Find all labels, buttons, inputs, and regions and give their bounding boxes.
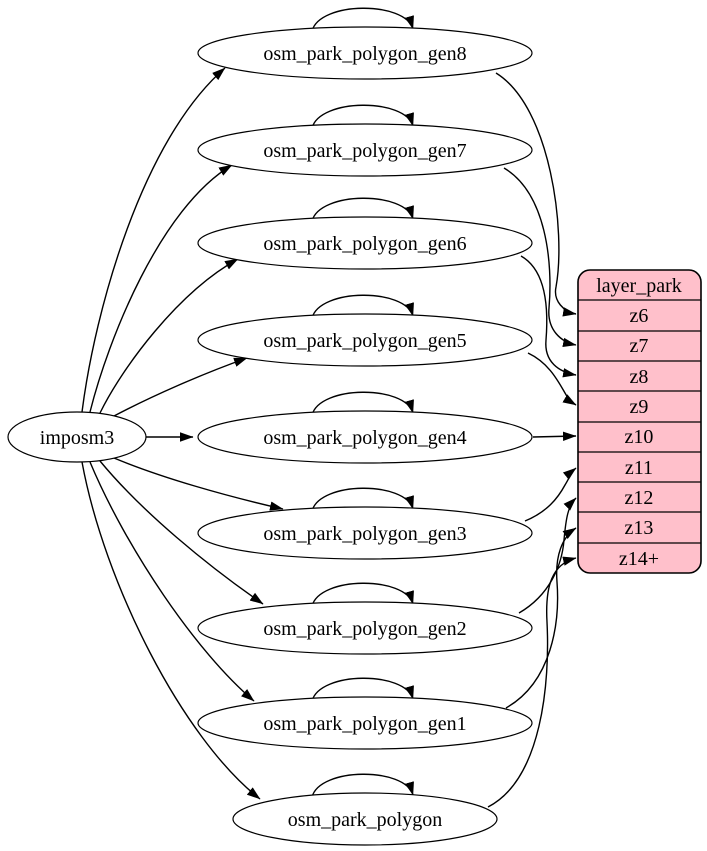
self-loop-osm_park_polygon_gen3 <box>311 487 414 512</box>
edge-imposm3-to-osm_park_polygon <box>81 461 261 800</box>
edge-osm_park_polygon_gen1-to-z13 <box>505 527 577 709</box>
edge-imposm3-to-osm_park_polygon_gen3 <box>113 457 284 511</box>
row-z6: z6 <box>630 305 649 327</box>
edge-osm_park_polygon_gen6-to-z8 <box>520 255 577 378</box>
node-osm_park_polygon_gen7: osm_park_polygon_gen7 <box>197 123 533 177</box>
self-loop-edges <box>311 7 414 798</box>
edge-osm_park_polygon_gen7-to-z7 <box>503 167 577 348</box>
row-z13: z13 <box>625 517 654 539</box>
gen7-label: osm_park_polygon_gen7 <box>263 140 466 162</box>
self-loop-osm_park_polygon_gen5 <box>311 294 414 319</box>
edges-to-layer <box>487 72 577 808</box>
node-osm_park_polygon_gen3: osm_park_polygon_gen3 <box>197 506 533 560</box>
row-z7: z7 <box>630 335 649 357</box>
gen3-ellipse <box>197 506 533 560</box>
self-loop-osm_park_polygon_gen4 <box>311 391 414 416</box>
gen5-label: osm_park_polygon_gen5 <box>263 330 466 352</box>
layer-park-header: layer_park <box>596 275 682 297</box>
gen1-ellipse <box>197 696 533 750</box>
edge-osm_park_polygon_gen8-to-z6 <box>495 72 577 317</box>
node-osm_park_polygon_gen1: osm_park_polygon_gen1 <box>197 696 533 750</box>
layer-park-table: layer_park z6 z7 z8 z9 z10 z11 z12 z13 z… <box>577 269 702 574</box>
row-z9: z9 <box>630 396 649 418</box>
node-osm_park_polygon_gen8: osm_park_polygon_gen8 <box>197 26 533 80</box>
edge-osm_park_polygon_gen4-to-z10 <box>532 431 577 442</box>
self-loop-osm_park_polygon_gen2 <box>311 582 414 607</box>
row-z12: z12 <box>625 487 654 509</box>
gen8-ellipse <box>197 26 533 80</box>
row-z14plus: z14+ <box>619 548 659 570</box>
gen3-label: osm_park_polygon_gen3 <box>263 523 466 545</box>
polygon-label: osm_park_polygon <box>288 809 442 831</box>
edge-imposm3-to-osm_park_polygon_gen8 <box>81 67 226 413</box>
gen1-label: osm_park_polygon_gen1 <box>263 713 466 735</box>
gen4-ellipse <box>197 410 533 464</box>
row-z8: z8 <box>630 366 649 388</box>
node-osm_park_polygon_gen2: osm_park_polygon_gen2 <box>197 601 533 655</box>
imposm3-ellipse <box>7 411 147 463</box>
edge-imposm3-to-osm_park_polygon_gen1 <box>89 461 255 702</box>
nodes: imposm3 osm_park_polygon_gen8 osm_park_p… <box>7 26 533 846</box>
edge-osm_park_polygon-to-z14plus <box>487 556 577 808</box>
row-z10: z10 <box>625 426 654 448</box>
gen6-ellipse <box>197 216 533 270</box>
gen5-ellipse <box>197 313 533 367</box>
gen8-label: osm_park_polygon_gen8 <box>263 43 466 65</box>
self-loop-osm_park_polygon_gen8 <box>311 7 414 32</box>
self-loop-osm_park_polygon_gen1 <box>311 677 414 702</box>
gen2-ellipse <box>197 601 533 655</box>
gen7-ellipse <box>197 123 533 177</box>
self-loop-osm_park_polygon <box>311 773 414 798</box>
self-loop-osm_park_polygon_gen6 <box>311 197 414 222</box>
edge-osm_park_polygon_gen3-to-z11 <box>524 467 577 522</box>
gen6-label: osm_park_polygon_gen6 <box>263 233 466 255</box>
node-imposm3: imposm3 <box>7 411 147 463</box>
node-osm_park_polygon_gen4: osm_park_polygon_gen4 <box>197 410 533 464</box>
node-osm_park_polygon_gen6: osm_park_polygon_gen6 <box>197 216 533 270</box>
edge-imposm3-to-osm_park_polygon_gen5 <box>113 357 248 417</box>
imposm3-label: imposm3 <box>40 427 114 449</box>
gen4-label: osm_park_polygon_gen4 <box>263 427 466 449</box>
edge-imposm3-to-osm_park_polygon_gen2 <box>99 460 264 605</box>
node-osm_park_polygon_gen5: osm_park_polygon_gen5 <box>197 313 533 367</box>
row-z11: z11 <box>625 457 653 479</box>
edge-imposm3-to-osm_park_polygon_gen7 <box>89 164 233 413</box>
polygon-ellipse <box>232 792 498 846</box>
edge-osm_park_polygon_gen5-to-z9 <box>527 352 577 406</box>
node-osm_park_polygon: osm_park_polygon <box>232 792 498 846</box>
self-loop-osm_park_polygon_gen7 <box>311 104 414 129</box>
edges-from-source <box>81 67 284 800</box>
edge-imposm3-to-osm_park_polygon_gen6 <box>99 258 239 414</box>
gen2-label: osm_park_polygon_gen2 <box>263 618 466 640</box>
